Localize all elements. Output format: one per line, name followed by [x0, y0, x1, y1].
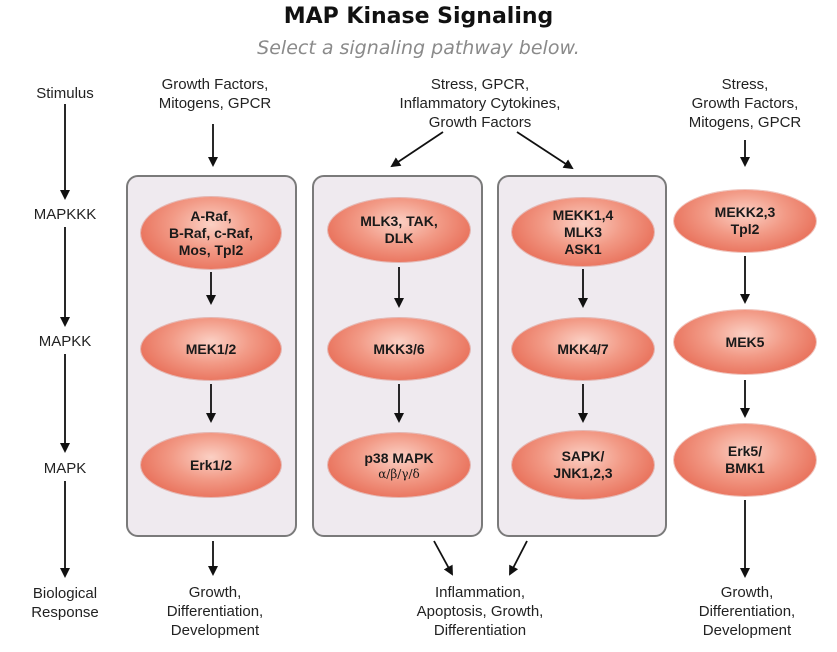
- oval-mlk3-tak-dlk: MLK3, TAK, DLK: [328, 198, 470, 262]
- stimulus-middle-arrow-left: [390, 131, 444, 168]
- stimulus-middle-line1: Stress, GPCR,: [430, 76, 530, 93]
- oval-p38-isoforms: α/β/γ/δ: [378, 466, 420, 481]
- stage-stimulus: Stimulus: [36, 85, 94, 102]
- stimulus-right-line1: Stress,: [721, 76, 769, 93]
- response-right: Growth, Differentiation, Development: [667, 583, 827, 640]
- oval-p38-mapk: p38 MAPK α/β/γ/δ: [328, 433, 470, 497]
- response-right-line3: Development: [702, 622, 792, 639]
- page-title: MAP Kinase Signaling: [283, 4, 554, 29]
- response-left: Growth, Differentiation, Development: [135, 583, 295, 640]
- oval-mek5: MEK5: [674, 310, 816, 374]
- oval-erk5-bmk1: Erk5/ BMK1: [674, 424, 816, 496]
- oval-mekk2-3: MEKK2,3 Tpl2: [674, 190, 816, 252]
- page-subtitle: Select a signaling pathway below.: [257, 37, 580, 59]
- response-left-line2: Differentiation,: [166, 603, 264, 620]
- response-right-line2: Differentiation,: [698, 603, 796, 620]
- oval-p38-label: p38 MAPK: [364, 449, 434, 466]
- oval-sapk-jnk: SAPK/ JNK1,2,3: [512, 431, 654, 499]
- stage-mapk: MAPK: [43, 460, 87, 477]
- stage-response-line1: Biological: [32, 585, 98, 602]
- response-middle-arrow-left: [433, 540, 453, 576]
- response-right-line1: Growth,: [720, 584, 774, 601]
- stimulus-right-line3: Mitogens, GPCR: [688, 114, 802, 131]
- oval-mkk3-6: MKK3/6: [328, 318, 470, 380]
- response-middle-line2: Apoptosis, Growth,: [416, 603, 544, 620]
- response-middle: Inflammation, Apoptosis, Growth, Differe…: [385, 583, 575, 640]
- response-left-line1: Growth,: [188, 584, 242, 601]
- response-middle-arrow-right: [509, 540, 528, 576]
- oval-mkk4-7: MKK4/7: [512, 318, 654, 380]
- oval-mek1-2: MEK1/2: [141, 318, 281, 380]
- stimulus-middle-line3: Growth Factors: [428, 114, 532, 131]
- stage-biological-response: Biological Response: [15, 584, 115, 622]
- response-middle-line1: Inflammation,: [434, 584, 526, 601]
- response-middle-line3: Differentiation: [433, 622, 527, 639]
- stimulus-left-line2: Mitogens, GPCR: [158, 95, 272, 112]
- stimulus-left-line1: Growth Factors,: [161, 76, 269, 93]
- stimulus-right: Stress, Growth Factors, Mitogens, GPCR: [665, 75, 825, 132]
- oval-erk1-2: Erk1/2: [141, 433, 281, 497]
- stimulus-middle-arrow-right: [516, 131, 574, 170]
- stimulus-left: Growth Factors, Mitogens, GPCR: [130, 75, 300, 113]
- oval-mekk1-4: MEKK1,4 MLK3 ASK1: [512, 198, 654, 266]
- response-left-line3: Development: [170, 622, 260, 639]
- oval-raf: A-Raf, B-Raf, c-Raf, Mos, Tpl2: [141, 197, 281, 269]
- stimulus-middle: Stress, GPCR, Inflammatory Cytokines, Gr…: [370, 75, 590, 132]
- stimulus-right-line2: Growth Factors,: [691, 95, 799, 112]
- stimulus-middle-line2: Inflammatory Cytokines,: [399, 95, 561, 112]
- stage-mapkkk: MAPKKK: [33, 206, 97, 223]
- stage-mapkk: MAPKK: [38, 333, 92, 350]
- stage-response-line2: Response: [31, 604, 99, 621]
